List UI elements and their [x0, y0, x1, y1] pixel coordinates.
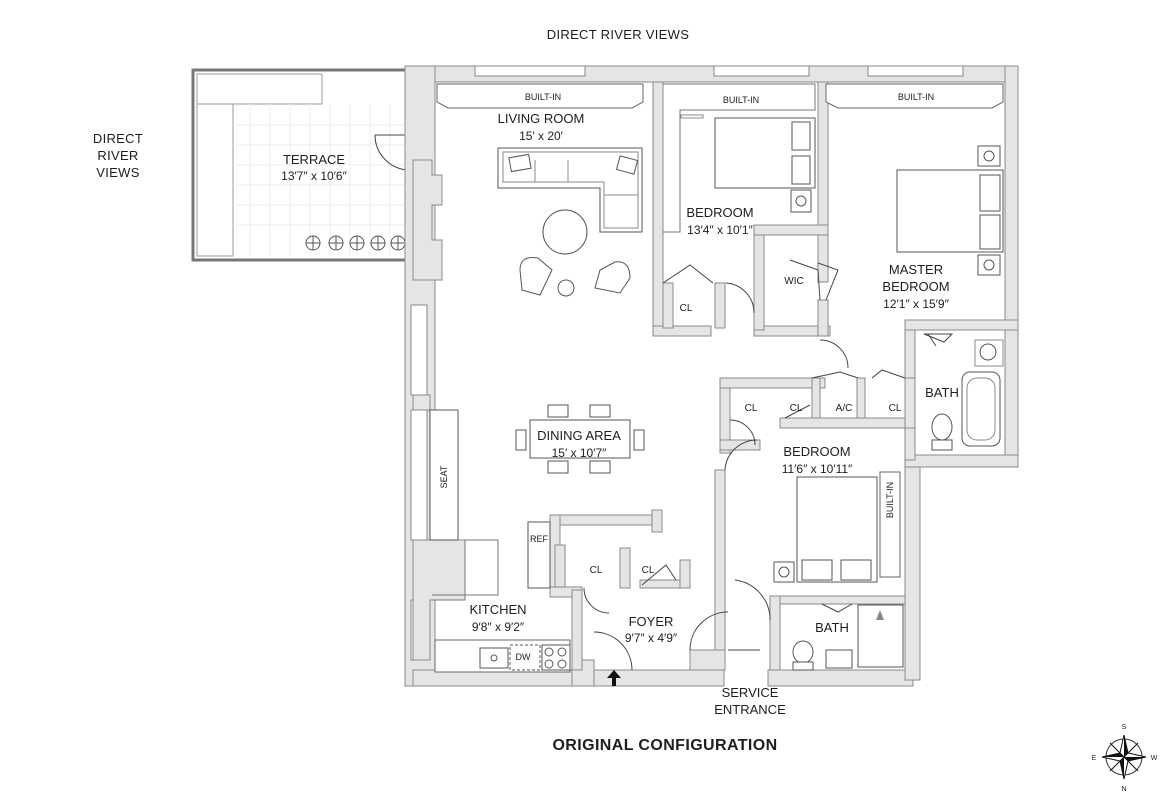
builtin-living-label: BUILT-IN — [525, 92, 561, 102]
foyer-closet-label-1: CL — [590, 565, 603, 576]
master-bath-name: BATH — [925, 385, 959, 400]
foyer-dims: 9′7″ x 4′9″ — [625, 631, 678, 645]
second-bath-name: BATH — [815, 620, 849, 635]
views-left-line2: RIVER — [97, 148, 138, 163]
views-left-line1: DIRECT — [93, 131, 143, 146]
bed-icon-master — [896, 145, 1004, 276]
bedroom-2-name: BEDROOM — [783, 444, 850, 459]
views-top-label: DIRECT RIVER VIEWS — [547, 27, 689, 42]
living-room-dims: 15′ x 20′ — [519, 129, 564, 143]
wic-label: WIC — [784, 276, 803, 287]
master-name-line2: BEDROOM — [882, 279, 949, 294]
kitchen-dims: 9′8″ x 9′2″ — [472, 620, 525, 634]
builtin-master-label: BUILT-IN — [898, 92, 934, 102]
living-room-name: LIVING ROOM — [498, 111, 585, 126]
kitchen-fixtures — [432, 521, 571, 673]
window-seat — [429, 409, 459, 541]
compass-w: W — [1151, 755, 1158, 762]
ref-label: REF — [530, 534, 549, 544]
compass-s: S — [1122, 724, 1127, 731]
bedroom-dims: 13′4″ x 10′1″ — [687, 223, 753, 237]
foyer-name: FOYER — [629, 614, 674, 629]
bathtub-icon — [961, 339, 1004, 447]
dining-dims: 15′ x 10′7″ — [552, 446, 608, 460]
bedroom-name: BEDROOM — [686, 205, 753, 220]
master-name-line1: MASTER — [889, 262, 943, 277]
bedroom-closet-label: CL — [680, 303, 693, 314]
sofa-icon — [497, 147, 643, 233]
armchair-icon — [519, 257, 631, 297]
dining-table-icon — [515, 404, 645, 474]
ac-label: A/C — [836, 403, 853, 414]
toilet-icon-master — [931, 413, 953, 451]
terrace-dims: 13′7″ x 10′6″ — [281, 169, 347, 183]
dw-label: DW — [516, 652, 531, 662]
closet-label-1: CL — [745, 403, 758, 414]
views-left-line3: VIEWS — [96, 165, 139, 180]
windows — [410, 65, 964, 661]
closet-label-2: CL — [790, 403, 803, 414]
terrace-plants-icon — [305, 235, 406, 251]
compass-rose-icon: S N E W — [1092, 724, 1158, 793]
entry-arrow-icon — [607, 670, 621, 686]
builtin-bedroom-2-label: BUILT-IN — [885, 482, 895, 518]
plan-title: ORIGINAL CONFIGURATION — [552, 737, 777, 754]
coffee-table-icon — [542, 209, 588, 255]
foyer-closet-label-2: CL — [642, 565, 655, 576]
kitchen-name: KITCHEN — [469, 602, 526, 617]
terrace — [191, 68, 417, 262]
terrace-door-swing[interactable] — [374, 134, 411, 171]
builtin-living — [436, 83, 644, 109]
service-entrance-line2: ENTRANCE — [714, 702, 786, 717]
closet-label-3: CL — [889, 403, 902, 414]
dining-name: DINING AREA — [537, 428, 621, 443]
master-dims: 12′1″ x 15′9″ — [883, 297, 949, 311]
interior-walls — [549, 81, 1019, 671]
compass-n: N — [1121, 786, 1126, 793]
bed-icon-bedroom-2 — [773, 471, 901, 583]
bedroom-2-dims: 11′6″ x 10′11″ — [782, 462, 853, 476]
builtin-bedroom-label: BUILT-IN — [723, 95, 759, 105]
compass-e: E — [1092, 755, 1097, 762]
bed-icon-bedroom — [680, 114, 816, 213]
seat-label: SEAT — [439, 465, 449, 488]
exterior-walls — [404, 65, 1019, 687]
terrace-name: TERRACE — [283, 152, 345, 167]
service-entrance-line1: SERVICE — [722, 685, 779, 700]
bath-fixtures — [792, 604, 904, 671]
